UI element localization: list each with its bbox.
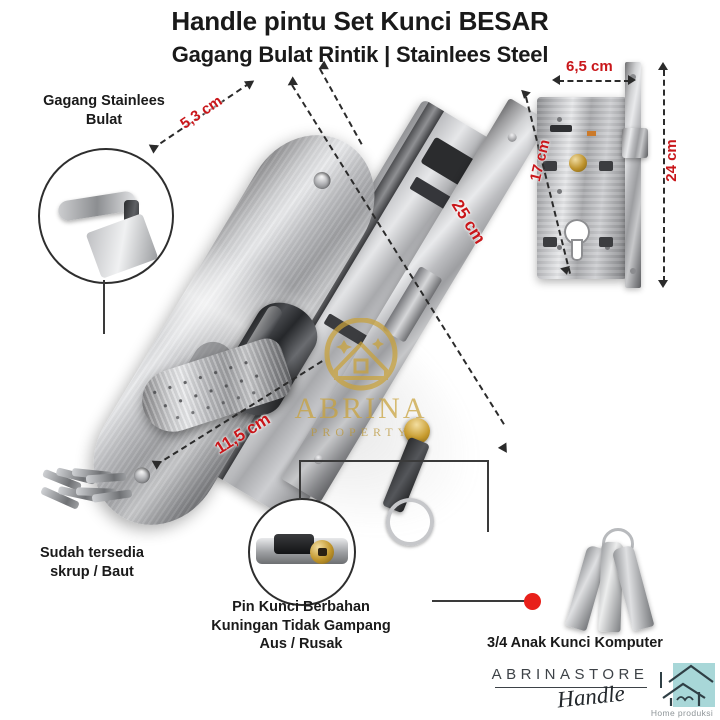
arrowhead-17-top	[519, 89, 531, 101]
arrowhead-24-bottom	[658, 280, 668, 288]
arrowhead-65-left	[552, 75, 560, 85]
callout-label-handle-knob: Gagang Stainlees Bulat	[43, 93, 165, 128]
leader-line-lock-pin-horizontal	[299, 460, 489, 462]
brand-script-text: Handle	[555, 680, 626, 713]
dimension-body-height: 24 cm	[662, 139, 680, 182]
store-name-text: ABRINASTORE	[491, 666, 649, 683]
keys-bunch	[560, 528, 670, 636]
arrowhead-24-top	[658, 62, 668, 70]
arrowhead-25-top	[285, 76, 298, 90]
callout-handle-knob	[38, 148, 174, 284]
marker-dot-keys	[524, 593, 541, 610]
dimension-body-width: 6,5 cm	[566, 58, 613, 75]
arrowhead-65-right	[628, 75, 636, 85]
leader-line-keys	[432, 600, 530, 602]
callout-label-lock-pin: Pin Kunci Berbahan Kuningan Tidak Gampan…	[211, 599, 391, 653]
store-branding: ABRINASTORE Handle Home produksi	[485, 662, 720, 720]
leader-line-lock-pin-vertical	[299, 460, 301, 500]
home-produksi-logo	[653, 662, 715, 708]
page-subtitle: Gagang Bulat Rintik | Stainlees Steel	[171, 42, 549, 67]
dimension-line-body-height	[663, 70, 665, 282]
arrowhead-53-right	[243, 76, 258, 90]
leader-line-lock-pin-down	[487, 460, 489, 532]
callout-lock-pin	[248, 498, 356, 606]
leader-line-handle-knob	[103, 280, 105, 334]
dimension-line-body-width	[558, 80, 630, 82]
callout-label-screws: Sudah tersedia skrup / Baut	[40, 545, 144, 580]
arrowhead-53-left	[145, 140, 160, 154]
screws-cluster	[40, 467, 136, 526]
logo-caption-text: Home produksi	[650, 708, 714, 718]
brand-underline	[495, 687, 647, 688]
page-title: Handle pintu Set Kunci BESAR	[171, 6, 549, 36]
callout-label-keys: 3/4 Anak Kunci Komputer	[487, 635, 663, 651]
